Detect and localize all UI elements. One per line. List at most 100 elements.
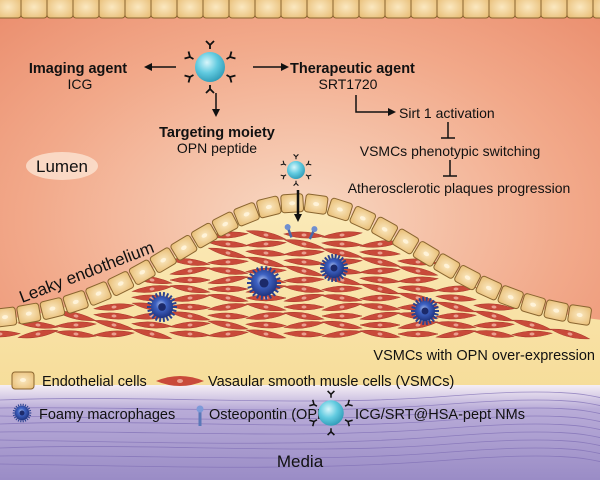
endothelial-cell: [567, 304, 592, 326]
elbow-arrow-icon: [355, 95, 396, 116]
endothelial-cell: [392, 228, 420, 255]
vsmc-cell: [321, 320, 363, 330]
vsmc-cell: [397, 320, 439, 330]
endothelial-cell: [514, 0, 542, 19]
imaging-agent-title: Imaging agent: [29, 61, 127, 77]
vsmc-cell: [207, 275, 249, 285]
vsmc-icon: [156, 376, 204, 386]
top-endothelial-row: [0, 0, 600, 19]
vsmc-cell: [93, 330, 135, 338]
vsmc-cell: [245, 240, 287, 248]
vsmc-cell: [245, 302, 287, 312]
vsmc-cell: [245, 230, 287, 240]
endothelial-cell: [412, 241, 440, 267]
media-fiber: [0, 431, 600, 444]
vsmc-cell: [397, 330, 439, 338]
endothelial-cell: [16, 302, 42, 325]
endothelial-cell: [233, 202, 260, 227]
vsmc-cell: [549, 328, 591, 340]
vsmc-cell: [17, 329, 59, 339]
media-fibers: [0, 391, 600, 468]
endothelial-cell: [176, 0, 204, 19]
vsmc-cell: [283, 231, 325, 239]
arrow-left-icon: [144, 63, 176, 71]
endothelial-cell: [72, 0, 100, 19]
vsmc-cell: [169, 311, 211, 321]
endothelial-cell: [0, 0, 22, 19]
endothelial-cell: [39, 297, 66, 320]
vsmc-cell: [435, 329, 477, 339]
endothelial-cell: [256, 195, 282, 219]
endothelial-cell: [128, 259, 156, 285]
vsmc-cell: [283, 311, 325, 321]
vsmc-cell: [359, 321, 401, 329]
legend: Endothelial cells Vasaular smooth musle …: [11, 371, 525, 436]
endothelial-cell: [85, 281, 112, 306]
endothelial-cell: [332, 0, 360, 19]
vsmc-cell: [321, 240, 363, 248]
vsmc-cell: [321, 312, 363, 320]
therapeutic-agent-title: Therapeutic agent: [290, 61, 415, 77]
vsmc-cell: [359, 303, 401, 311]
vsmc-cell: [283, 249, 325, 257]
vsmc-cell: [283, 330, 325, 338]
media-label: Media: [277, 452, 324, 471]
vsmc-cell: [359, 257, 401, 267]
vsmc-cell: [169, 321, 211, 329]
media-fiber: [0, 399, 600, 411]
arrow-down-icon: [294, 190, 302, 222]
endothelial-cell: [349, 206, 377, 231]
vsmc-cell: [511, 330, 553, 338]
vsmc-cell: [93, 303, 135, 311]
vsmc-cell: [207, 258, 249, 266]
endothelial-cell: [98, 0, 126, 19]
pathway-step-3: Atherosclerotic plaques progression: [348, 180, 571, 196]
media-fiber: [0, 407, 600, 420]
vsmc-cell: [321, 285, 363, 293]
vsmc-cell: [359, 249, 401, 257]
endothelial-cell: [454, 265, 481, 291]
vsmc-cell: [473, 303, 515, 311]
vsmc-cell: [207, 293, 249, 303]
inhibit-icon: [443, 160, 457, 177]
endothelial-cell: [211, 211, 239, 237]
endothelial-cell: [280, 0, 308, 19]
endothelial-cell: [475, 275, 503, 301]
endothelial-cell: [592, 0, 600, 19]
vsmc-cell: [321, 248, 363, 258]
vsmc-cell: [245, 321, 287, 329]
leaky-endothelium-cells: [0, 193, 592, 328]
endothelial-cell: [436, 0, 464, 19]
endothelial-cell: [46, 0, 74, 19]
lumen-label-glow: [26, 152, 98, 180]
endothelial-cell: [202, 0, 230, 19]
vsmc-cell: [207, 320, 249, 330]
endothelial-cell: [462, 0, 490, 19]
endothelial-cell: [433, 253, 461, 279]
macrophage-icon: [12, 403, 32, 423]
vsmc-cell: [435, 312, 477, 320]
vsmc-cell: [283, 293, 325, 303]
vsmc-cell: [283, 285, 325, 293]
vsmc-cell: [283, 239, 325, 249]
macrophage-layer: [147, 254, 439, 325]
foamy-macrophage: [247, 266, 281, 300]
endothelial-cell: [384, 0, 412, 19]
arrow-down-icon: [212, 93, 220, 117]
endothelial-cell: [62, 290, 89, 314]
vsmc-cell: [473, 330, 515, 338]
endothelial-cell: [124, 0, 152, 19]
vsmc-cell: [321, 294, 363, 302]
foamy-macrophage: [411, 297, 439, 325]
endothelial-cell: [358, 0, 386, 19]
vsmc-cell: [207, 267, 249, 275]
endothelial-cell: [20, 0, 48, 19]
vsmc-cell: [359, 329, 401, 339]
vsmc-cell: [0, 330, 21, 338]
media-fiber: [0, 423, 600, 435]
endothelial-cell: [520, 293, 547, 317]
legend-vsmc: Vasaular smooth musle cells (VSMCs): [208, 374, 454, 390]
media-fiber: [0, 447, 600, 459]
vsmc-cell: [169, 303, 211, 311]
vsmc-cell: [321, 231, 363, 239]
